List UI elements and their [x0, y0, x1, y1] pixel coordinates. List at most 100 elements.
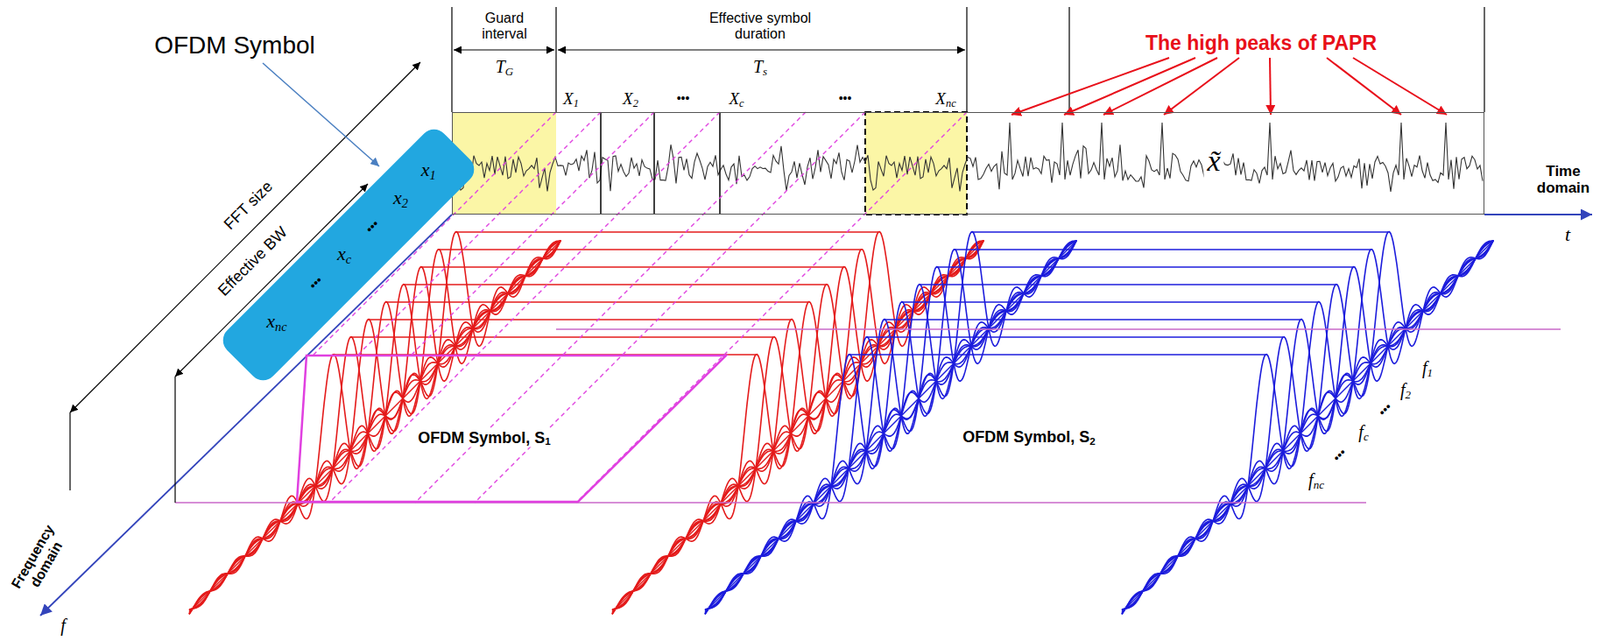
- ellipsis: •••: [362, 217, 382, 237]
- subcarrier-spectra: [189, 232, 1494, 615]
- ofdm-symbol-outline: OFDM Symbol, S1: [296, 354, 727, 503]
- subscript: 2: [401, 196, 409, 211]
- axis-symbol: f: [60, 615, 66, 635]
- subscript: G: [505, 64, 514, 78]
- subscript: 2: [1089, 435, 1096, 447]
- subcarrier-sinc: [704, 240, 1077, 611]
- subscript: 2: [1405, 387, 1412, 402]
- subcarrier-label: fnc: [1306, 470, 1326, 490]
- subscript: 2: [633, 97, 639, 110]
- subcarrier-sinc: [189, 240, 561, 611]
- symbol-label: xnc: [266, 310, 287, 333]
- subcarrier-sinc: [1121, 240, 1494, 611]
- subscript: s: [762, 64, 768, 78]
- subcarrier-sinc: [1121, 240, 1494, 615]
- subcarrier-sinc: [704, 240, 1077, 611]
- guide-line: [556, 328, 1561, 330]
- header-tick: [965, 7, 967, 113]
- time-axis: [1484, 213, 1593, 216]
- dimension-label: Effective symbol duration: [698, 10, 822, 42]
- subcarrier-sinc: [612, 240, 984, 611]
- subcarrier-sinc: [1121, 240, 1494, 615]
- header-tick: [451, 7, 452, 113]
- ellipsis: •••: [1329, 444, 1351, 466]
- symbol-name: OFDM Symbol, S2: [960, 429, 1098, 447]
- dimension-arrow: [453, 49, 555, 50]
- subcarrier-duration-line: [883, 318, 1301, 321]
- subcarrier-sinc: [704, 240, 1077, 614]
- subcarrier-label: f1: [1420, 358, 1435, 378]
- subcarrier-sinc: [1121, 240, 1494, 614]
- subscript: c: [1363, 429, 1369, 444]
- subcarrier-duration-line: [918, 283, 1336, 286]
- subcarrier-sinc: [612, 240, 984, 611]
- subcarrier-label: f2: [1398, 380, 1413, 400]
- dimension-symbol: TG: [495, 56, 515, 77]
- axis-label: Frequency domain: [6, 518, 72, 603]
- extension-line: [69, 412, 71, 491]
- papr-arrow: [1326, 57, 1402, 115]
- papr-note: The high peaks of PAPR: [1145, 32, 1377, 55]
- subcarrier-sinc: [612, 240, 984, 611]
- ellipsis: •••: [676, 91, 691, 106]
- papr-arrows: [1011, 57, 1447, 115]
- subscript: 1: [573, 97, 579, 110]
- subcarrier-sinc: [189, 240, 561, 611]
- papr-arrow: [1163, 57, 1240, 115]
- subcarrier-duration-line: [936, 266, 1354, 268]
- symbol-name: OFDM Symbol, S1: [415, 429, 553, 448]
- papr-arrow: [1011, 57, 1170, 115]
- subcarrier-duration-line: [455, 231, 879, 233]
- subcarrier-duration-line: [953, 248, 1371, 251]
- papr-arrow: [1269, 57, 1271, 115]
- symbol-label: xc: [337, 242, 352, 266]
- subcarrier-duration-line: [901, 301, 1319, 304]
- signal-symbol: x̃: [1203, 143, 1224, 180]
- projection-line: [576, 112, 967, 503]
- dimension-label: FFT size: [220, 177, 276, 233]
- symbol-label: x2: [393, 186, 409, 210]
- symbol-label: x1: [421, 158, 437, 182]
- figure-label: OFDM Symbol: [154, 32, 316, 60]
- ellipsis: •••: [838, 91, 853, 106]
- time-waveform: [452, 122, 1483, 192]
- subscript: c: [345, 252, 352, 267]
- subcarrier-sinc: [189, 240, 561, 611]
- subcarrier-sinc: [704, 240, 1077, 610]
- time-signal: [452, 122, 1483, 192]
- subscript: 1: [544, 435, 551, 447]
- subcarrier-sinc: [704, 240, 1077, 615]
- subcarrier-sinc: [1121, 240, 1494, 611]
- header-tick: [1483, 7, 1485, 113]
- subscript: 1: [429, 168, 437, 183]
- frequency-axis: [40, 214, 452, 616]
- time-signal-strip: x̃: [451, 112, 1485, 215]
- header-tick: [1068, 7, 1070, 113]
- subcarrier-duration-line: [971, 231, 1389, 233]
- sample-label: Xc: [728, 90, 744, 109]
- subcarrier-sinc: [189, 240, 561, 614]
- subscript: nc: [945, 97, 957, 110]
- dimension-symbol: Ts: [753, 56, 768, 77]
- subcarrier-sinc: [612, 240, 984, 610]
- sample-separator: [653, 112, 656, 215]
- subcarrier-sinc: [704, 240, 1077, 611]
- ellipsis: •••: [1374, 399, 1396, 421]
- subcarrier-sinc: [612, 240, 984, 614]
- axis-symbol: t: [1564, 224, 1571, 246]
- parallelogram-outline: [296, 355, 726, 502]
- extension-line: [174, 376, 176, 503]
- subcarrier-sinc: [1121, 240, 1494, 611]
- subcarrier-duration-line: [420, 266, 844, 268]
- sample-label: X1: [563, 90, 579, 109]
- papr-arrow: [1353, 57, 1447, 115]
- subcarrier-sinc: [189, 240, 561, 610]
- dimension-label: Guard interval: [469, 10, 540, 42]
- subcarrier-duration-line: [437, 248, 861, 251]
- subcarrier-sinc: [1121, 232, 1494, 614]
- subcarrier-duration-line: [866, 336, 1283, 339]
- sample-label: Xnc: [935, 90, 956, 109]
- subcarrier-sinc: [704, 232, 1077, 614]
- subcarrier-sinc: [704, 240, 1077, 615]
